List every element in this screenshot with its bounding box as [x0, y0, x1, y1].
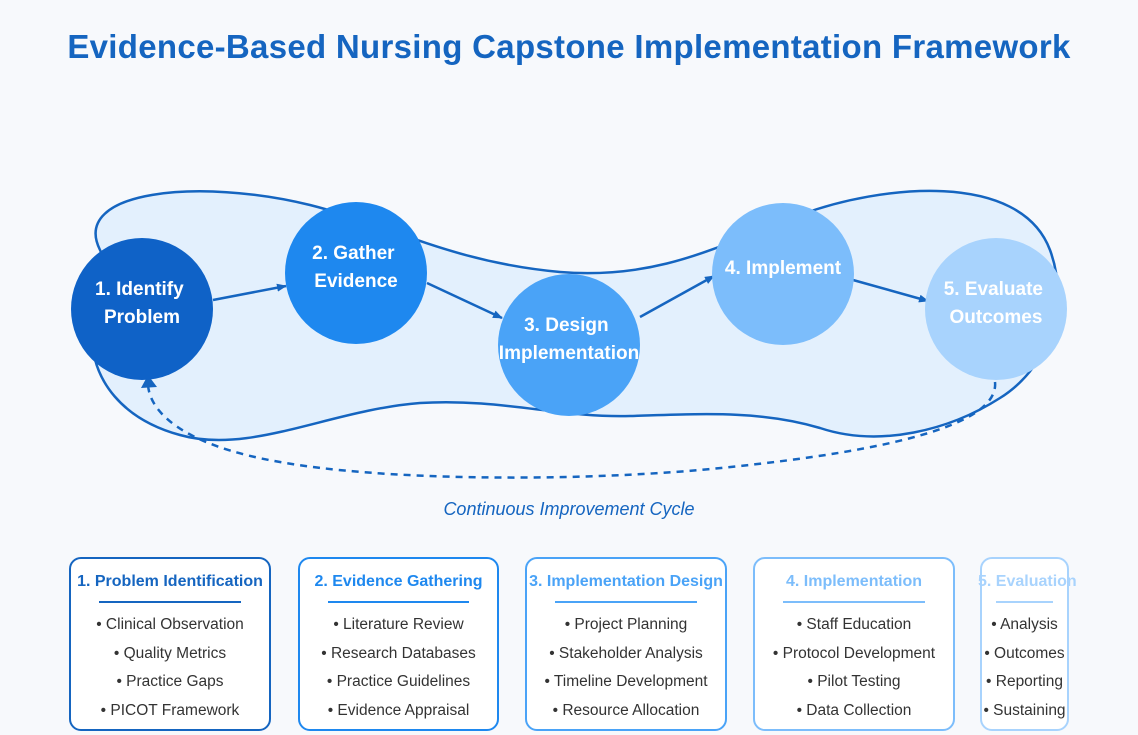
panel-4-items: • Staff Education • Protocol Development…	[755, 615, 953, 730]
step-4-label-line-1: 4. Implement	[725, 258, 842, 279]
list-item: • Resource Allocation	[552, 702, 700, 720]
cycle-return-arrowhead	[141, 375, 157, 388]
list-item: • Data Collection	[796, 702, 912, 720]
process-diagram: 1. Identify Problem 2. Gather Evidence 3…	[71, 189, 1067, 519]
step-3-label-line-2: Implementation	[499, 343, 639, 364]
panel-4-divider	[783, 601, 925, 603]
panel-problem-identification: 1. Problem Identification • Clinical Obs…	[69, 557, 271, 731]
panel-implementation: 4. Implementation • Staff Education • Pr…	[753, 557, 955, 731]
list-item: • Outcomes	[984, 644, 1065, 662]
panel-evaluation: 5. Evaluation • Analysis • Outcomes • Re…	[978, 557, 1077, 731]
list-item: • Practice Guidelines	[326, 673, 471, 691]
panel-4-title: 4. Implementation	[785, 573, 923, 590]
list-item: • PICOT Framework	[100, 702, 240, 720]
step-5-circle	[925, 238, 1067, 380]
panel-implementation-design: 3. Implementation Design • Project Plann…	[525, 557, 727, 731]
svg-text:1. Identify Problem: 1. Identify Problem	[95, 279, 189, 328]
arrow-1-to-2	[212, 283, 287, 302]
svg-text:5. Evaluate Outcomes: 5. Evaluate Outcomes	[944, 279, 1049, 328]
cycle-label: Continuous Improvement Cycle	[443, 499, 694, 519]
list-item: • Evidence Appraisal	[327, 702, 470, 720]
list-item: • Stakeholder Analysis	[549, 644, 703, 662]
step-2-node: 2. Gather Evidence	[285, 202, 427, 344]
list-item: • Project Planning	[564, 616, 688, 633]
list-item: • Literature Review	[333, 616, 464, 633]
list-item: • Sustaining	[983, 702, 1066, 720]
list-item: • Analysis	[991, 616, 1058, 633]
list-item: • Reporting	[986, 673, 1063, 691]
panel-5-divider	[996, 601, 1053, 603]
svg-text:3. Design Implementation: 3. Design Implementation	[499, 315, 639, 364]
step-3-label-line-1: 3. Design	[524, 315, 608, 336]
step-2-label-line-2: Evidence	[314, 271, 397, 292]
step-3-circle	[498, 274, 640, 416]
step-2-label-line-1: 2. Gather	[312, 243, 395, 264]
panel-2-items: • Literature Review • Research Databases…	[300, 615, 497, 730]
arrow-4-to-5	[852, 278, 929, 303]
svg-text:4. Implement: 4. Implement	[725, 258, 842, 279]
step-4-node: 4. Implement	[712, 203, 854, 345]
list-item: • Clinical Observation	[96, 616, 244, 633]
list-item: • Staff Education	[796, 616, 912, 633]
panel-2-divider	[328, 601, 469, 603]
panel-5-items: • Analysis • Outcomes • Reporting • Sust…	[982, 615, 1067, 730]
list-item: • Protocol Development	[772, 644, 936, 662]
panel-3-items: • Project Planning • Stakeholder Analysi…	[527, 615, 725, 730]
step-1-label-line-2: Problem	[104, 307, 180, 328]
panel-5-title: 5. Evaluation	[978, 573, 1077, 590]
step-1-label-line-1: 1. Identify	[95, 279, 184, 300]
list-item: • Timeline Development	[544, 673, 708, 691]
panel-3-divider	[555, 601, 697, 603]
step-2-circle	[285, 202, 427, 344]
page-title: Evidence-Based Nursing Capstone Implemen…	[67, 28, 1071, 65]
panel-2-title: 2. Evidence Gathering	[314, 573, 483, 590]
step-5-node: 5. Evaluate Outcomes	[925, 238, 1067, 380]
list-item: • Practice Gaps	[116, 673, 224, 691]
step-1-circle	[71, 238, 213, 380]
step-3-node: 3. Design Implementation	[498, 274, 640, 416]
arrow-3-to-4	[639, 274, 715, 319]
arrow-2-to-3	[426, 281, 503, 320]
svg-text:2. Gather Evidence: 2. Gather Evidence	[312, 243, 400, 292]
step-4-circle	[712, 203, 854, 345]
panel-1-divider	[99, 601, 241, 603]
step-1-node: 1. Identify Problem	[71, 238, 213, 380]
list-item: • Pilot Testing	[807, 673, 901, 691]
step-5-label-line-2: Outcomes	[950, 307, 1043, 328]
panel-1-items: • Clinical Observation • Quality Metrics…	[71, 615, 269, 730]
panel-3-title: 3. Implementation Design	[529, 573, 723, 590]
list-item: • Quality Metrics	[113, 644, 227, 662]
step-5-label-line-1: 5. Evaluate	[944, 279, 1043, 300]
panel-evidence-gathering: 2. Evidence Gathering • Literature Revie…	[298, 557, 499, 731]
panel-1-title: 1. Problem Identification	[77, 573, 263, 590]
list-item: • Research Databases	[321, 644, 476, 662]
